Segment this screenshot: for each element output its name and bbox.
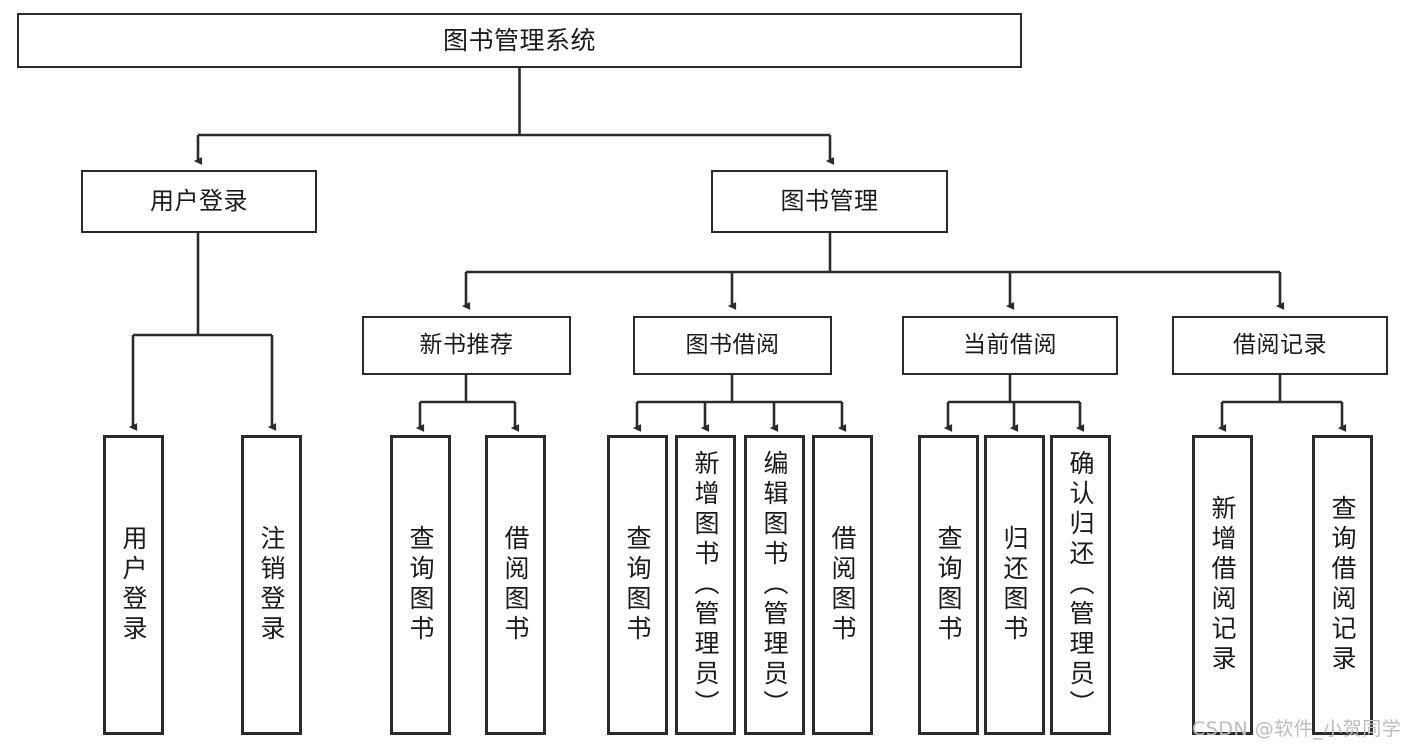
- node-root-book-management-system[interactable]: 图书管理系统: [17, 13, 1022, 68]
- node-new-book-recommend[interactable]: 新书推荐: [362, 316, 571, 375]
- node-label: 借阅图书: [828, 525, 857, 645]
- node-label: 确认归还（管理员）: [1066, 450, 1095, 720]
- node-label: 用户登录: [150, 187, 248, 216]
- node-label: 编辑图书（管理员）: [760, 450, 789, 720]
- node-borrow-record[interactable]: 借阅记录: [1172, 316, 1388, 375]
- leaf-current-return-book[interactable]: 归还图书: [984, 435, 1045, 735]
- leaf-current-confirm-return-admin[interactable]: 确认归还（管理员）: [1050, 435, 1111, 735]
- node-book-borrow[interactable]: 图书借阅: [633, 316, 832, 375]
- node-book-management[interactable]: 图书管理: [711, 170, 948, 233]
- csdn-watermark: CSDN @软件_小贺同学: [1192, 718, 1402, 740]
- node-label: 查询借阅记录: [1328, 495, 1357, 675]
- node-label: 注销登录: [257, 525, 286, 645]
- leaf-current-query-book[interactable]: 查询图书: [918, 435, 979, 735]
- node-label: 借阅图书: [501, 525, 530, 645]
- node-label: 新书推荐: [419, 331, 514, 358]
- node-current-borrow[interactable]: 当前借阅: [902, 316, 1118, 375]
- node-label: 归还图书: [1000, 525, 1029, 645]
- node-label: 新增借阅记录: [1208, 495, 1237, 675]
- node-label: 用户登录: [119, 525, 148, 645]
- leaf-borrow-query-book[interactable]: 查询图书: [607, 435, 668, 735]
- node-label: 新增图书（管理员）: [691, 450, 720, 720]
- node-label: 查询图书: [934, 525, 963, 645]
- node-label: 查询图书: [406, 525, 435, 645]
- leaf-borrow-edit-book-admin[interactable]: 编辑图书（管理员）: [744, 435, 805, 735]
- node-user-login[interactable]: 用户登录: [81, 170, 317, 233]
- node-label: 图书管理: [780, 187, 879, 216]
- leaf-borrow-borrow-book[interactable]: 借阅图书: [812, 435, 873, 735]
- node-label: 查询图书: [623, 525, 652, 645]
- node-label: 图书借阅: [685, 331, 780, 358]
- node-label: 借阅记录: [1233, 331, 1327, 358]
- leaf-new-book-query[interactable]: 查询图书: [390, 435, 451, 735]
- leaf-new-book-borrow[interactable]: 借阅图书: [485, 435, 546, 735]
- leaf-record-query-borrow-record[interactable]: 查询借阅记录: [1312, 435, 1373, 735]
- leaf-user-login-signout[interactable]: 注销登录: [241, 435, 302, 735]
- leaf-user-login-signin[interactable]: 用户登录: [103, 435, 164, 735]
- leaf-borrow-add-book-admin[interactable]: 新增图书（管理员）: [675, 435, 736, 735]
- leaf-record-add-borrow-record[interactable]: 新增借阅记录: [1192, 435, 1253, 735]
- node-label: 图书管理系统: [442, 25, 596, 55]
- node-label: 当前借阅: [963, 331, 1057, 358]
